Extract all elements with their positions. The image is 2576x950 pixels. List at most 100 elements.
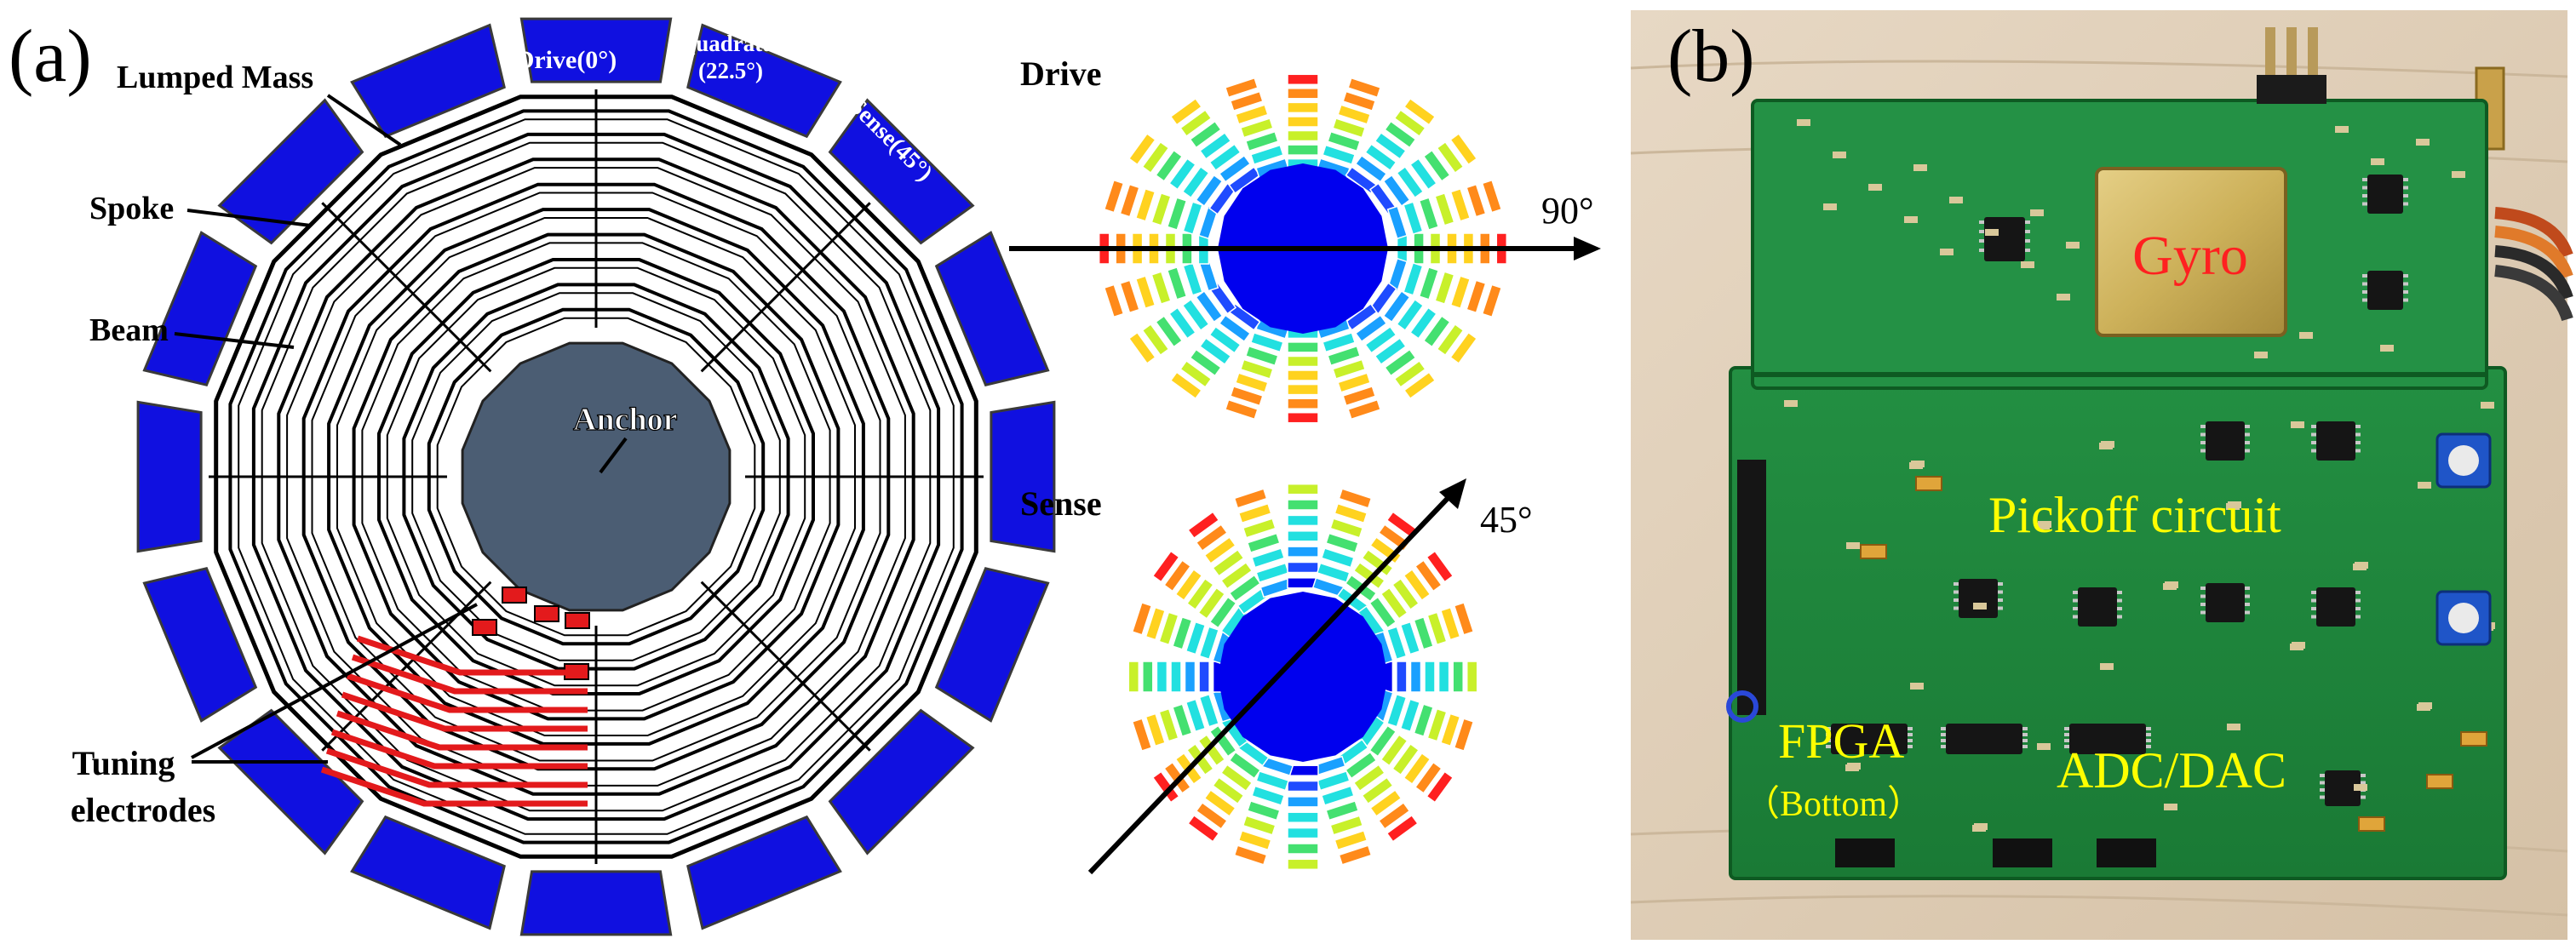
ic-pin bbox=[2064, 745, 2069, 748]
tuning-electrode-bar bbox=[346, 672, 588, 713]
mode-segment bbox=[1156, 661, 1168, 693]
mode-segment bbox=[1287, 398, 1319, 409]
mode-segment bbox=[1169, 97, 1203, 126]
mode-segment bbox=[1151, 550, 1180, 583]
mode-segment bbox=[1332, 358, 1367, 380]
smd-component bbox=[1846, 542, 1860, 549]
mode-segment bbox=[1251, 547, 1286, 569]
smd-component bbox=[2254, 352, 2268, 358]
ic-pin bbox=[2311, 432, 2316, 437]
mode-segment bbox=[1155, 149, 1184, 182]
mode-segment bbox=[1228, 574, 1262, 603]
mode-segment bbox=[1344, 751, 1378, 780]
ic-pin bbox=[2200, 603, 2206, 606]
mode-segment bbox=[1338, 488, 1373, 509]
ic-pin bbox=[2245, 603, 2250, 606]
ic-chip bbox=[2206, 421, 2245, 461]
drive-mode-shape bbox=[1098, 73, 1508, 424]
ic-chip bbox=[1946, 724, 2022, 754]
smd-component bbox=[1868, 184, 1882, 191]
beam-ring-inner bbox=[238, 118, 955, 835]
mode-segment bbox=[1409, 306, 1437, 340]
mode-segment bbox=[1150, 192, 1172, 226]
mode-segment bbox=[1208, 596, 1237, 629]
electrode-segment bbox=[217, 708, 364, 856]
ic-pin bbox=[1998, 598, 2003, 602]
smd-component bbox=[1845, 764, 1859, 771]
mode-segment bbox=[1142, 661, 1154, 693]
ic-pin bbox=[2362, 202, 2367, 206]
ic-pin bbox=[2245, 449, 2250, 453]
ic-pin bbox=[2355, 591, 2361, 594]
ic-chip bbox=[2325, 770, 2361, 806]
mode-segment bbox=[1374, 131, 1407, 160]
ic-pin bbox=[2200, 594, 2206, 598]
ic-pin bbox=[1998, 606, 2003, 610]
mode-segment bbox=[1436, 323, 1465, 357]
mode-segment bbox=[1399, 698, 1421, 733]
ic-pin bbox=[1954, 598, 1959, 602]
mode-segment bbox=[1320, 547, 1355, 569]
smd-component bbox=[1949, 197, 1963, 203]
mode-segment bbox=[1224, 77, 1259, 99]
ic-pin bbox=[2355, 615, 2361, 619]
mode-segment bbox=[1409, 157, 1437, 191]
mode-segment bbox=[1422, 149, 1451, 182]
mode-segment bbox=[1103, 179, 1125, 214]
mode-segment bbox=[1396, 165, 1425, 199]
smd-component bbox=[2066, 242, 2080, 249]
ic-chip bbox=[2316, 421, 2355, 461]
ic-pin bbox=[2311, 591, 2316, 594]
mode-segment bbox=[1198, 693, 1220, 728]
ic-pin bbox=[2245, 594, 2250, 598]
mode-segment bbox=[1249, 144, 1284, 166]
mode-segment bbox=[1347, 77, 1382, 99]
ic-pin bbox=[1979, 249, 1984, 252]
sense-arrowhead-icon bbox=[1439, 478, 1466, 509]
smd-component bbox=[2291, 421, 2304, 428]
mode-segment bbox=[1342, 385, 1377, 407]
mode-segment bbox=[1242, 815, 1277, 836]
mode-segment bbox=[1179, 109, 1213, 138]
panel-b-tag: (b) bbox=[1667, 15, 1755, 98]
mode-segment bbox=[1251, 785, 1286, 806]
mode-segment bbox=[1199, 337, 1232, 366]
mode-segment bbox=[1369, 789, 1403, 817]
smd-component bbox=[2380, 345, 2394, 352]
mode-segment bbox=[1141, 140, 1170, 175]
mode-segment bbox=[1325, 532, 1360, 554]
drive-angle-label: 90° bbox=[1541, 190, 1594, 232]
pcb-components bbox=[1753, 119, 2495, 832]
ic-pin bbox=[2311, 607, 2316, 610]
mode-segment bbox=[1361, 548, 1394, 577]
mode-segment bbox=[1246, 532, 1281, 554]
mode-segment bbox=[1185, 577, 1214, 611]
mode-segment bbox=[1426, 707, 1448, 742]
mode-segment bbox=[1327, 130, 1362, 152]
mode-segment bbox=[1287, 546, 1319, 558]
smd-component bbox=[1940, 249, 1954, 255]
ic-pin bbox=[2403, 202, 2408, 206]
mode-segment bbox=[1233, 488, 1268, 509]
mode-segment bbox=[1134, 187, 1156, 222]
mode-segment bbox=[1185, 621, 1207, 655]
mode-segment bbox=[1352, 764, 1386, 793]
ic-pin bbox=[2403, 282, 2408, 286]
panel-b-pcb-photo: Gyro FPGA （Bottom） Pickoff circuit ADC/D… bbox=[1630, 10, 2573, 940]
mode-segment bbox=[1198, 661, 1210, 693]
smd-component bbox=[2227, 724, 2240, 730]
mode-segment bbox=[1393, 359, 1426, 388]
mode-segment bbox=[1119, 279, 1140, 314]
mode-segment bbox=[1239, 117, 1274, 139]
ic-pin bbox=[1954, 582, 1959, 586]
mode-segment bbox=[1414, 761, 1443, 794]
tuning-electrode-small bbox=[472, 619, 497, 636]
mode-segment bbox=[1439, 712, 1461, 747]
gyro-label: Gyro bbox=[2132, 225, 2248, 287]
mode-segment bbox=[1409, 661, 1422, 693]
mode-segment bbox=[1197, 587, 1226, 620]
mode-segment bbox=[1158, 611, 1179, 646]
ic-pin bbox=[2025, 220, 2030, 224]
mode-segment bbox=[1325, 799, 1360, 821]
ic-pin bbox=[2200, 449, 2206, 453]
